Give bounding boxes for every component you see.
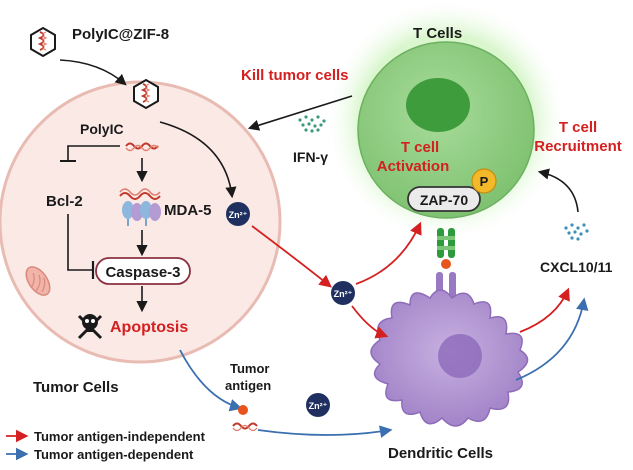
apoptosis-label: Apoptosis — [110, 319, 188, 336]
tumor-cell — [0, 80, 282, 364]
polyic-zif8-label: PolyIC@ZIF-8 — [72, 26, 169, 43]
cxcl-dots — [564, 223, 589, 241]
antigen-presented — [441, 259, 451, 269]
t-cell-recruitment-line2: Recruitment — [534, 138, 622, 155]
mda5-label: MDA-5 — [164, 202, 212, 219]
t-cells-label: T Cells — [413, 25, 462, 42]
legend-red-label: Tumor antigen-independent — [34, 429, 206, 444]
dendritic-cell — [370, 289, 529, 427]
caspase3-box — [95, 257, 191, 285]
arrow-blue-antigen-dc — [257, 425, 393, 438]
mitochondrion-icon — [25, 266, 51, 296]
zn-ion-tumor — [226, 202, 250, 226]
bcl2-label: Bcl-2 — [46, 193, 83, 210]
zn-label-lower: Zn²⁺ — [309, 401, 328, 411]
zn-label-mid: Zn²⁺ — [334, 289, 353, 299]
legend: Tumor antigen-independent Tumor antigen-… — [6, 429, 206, 462]
t-cell-activation-line1: T cell — [401, 139, 439, 156]
arrow-kill — [247, 95, 353, 131]
arrow-recruitment — [537, 168, 579, 213]
arrow-red-to-dc — [351, 305, 389, 339]
zn-ion-lower — [306, 393, 330, 417]
polyic-label: PolyIC — [80, 121, 124, 137]
t-cell-activation-line2: Activation — [377, 158, 450, 175]
t-cell-recruitment-line1: T cell — [559, 119, 597, 136]
tumor-antigen-dot — [238, 405, 248, 415]
zif8-nanoparticle-icon — [30, 26, 56, 58]
t-cell-nucleus — [406, 78, 470, 132]
arrow-red-to-tcell — [355, 221, 422, 285]
ifn-gamma-dots — [298, 115, 326, 133]
arrow-zn-release — [159, 121, 237, 199]
zif8-nanoparticle-membrane-icon — [133, 78, 159, 110]
zap70-box — [407, 186, 481, 212]
caspase3-label: Caspase-3 — [105, 264, 180, 281]
inhibit-caspase-path — [67, 214, 92, 271]
zap70-label: ZAP-70 — [420, 192, 468, 208]
tumor-cells-label: Tumor Cells — [33, 379, 119, 396]
cxcl-label: CXCL10/11 — [540, 259, 613, 275]
legend-blue-label: Tumor antigen-dependent — [34, 447, 194, 462]
tumor-antigen-line1: Tumor — [230, 361, 269, 376]
arrow-red-dc-cxcl — [519, 287, 570, 333]
tcr-receptor-icon — [437, 228, 455, 258]
phospho-label: P — [480, 174, 489, 189]
arrow-red-zn-out — [251, 225, 332, 288]
dendritic-cells-label: Dendritic Cells — [388, 445, 493, 462]
inhibit-bcl2-path — [67, 145, 120, 160]
phospho-icon — [471, 168, 497, 194]
zn-ion-mid — [331, 281, 355, 305]
arrow-uptake — [59, 59, 127, 86]
mda5-receptor-icon — [119, 188, 161, 226]
ifn-gamma-label: IFN-γ — [293, 149, 328, 165]
arrow-blue-apoptosis-antigen — [179, 349, 243, 412]
kill-tumor-cells-label: Kill tumor cells — [241, 67, 349, 84]
zn-label-tumor: Zn²⁺ — [229, 210, 248, 220]
dsrna-icon — [125, 142, 159, 152]
tumor-antigen-line2: antigen — [225, 378, 271, 393]
antigen-rna-icon — [232, 422, 258, 432]
arrow-blue-dc-cxcl — [515, 297, 589, 381]
skull-crossbones-icon — [77, 314, 103, 340]
